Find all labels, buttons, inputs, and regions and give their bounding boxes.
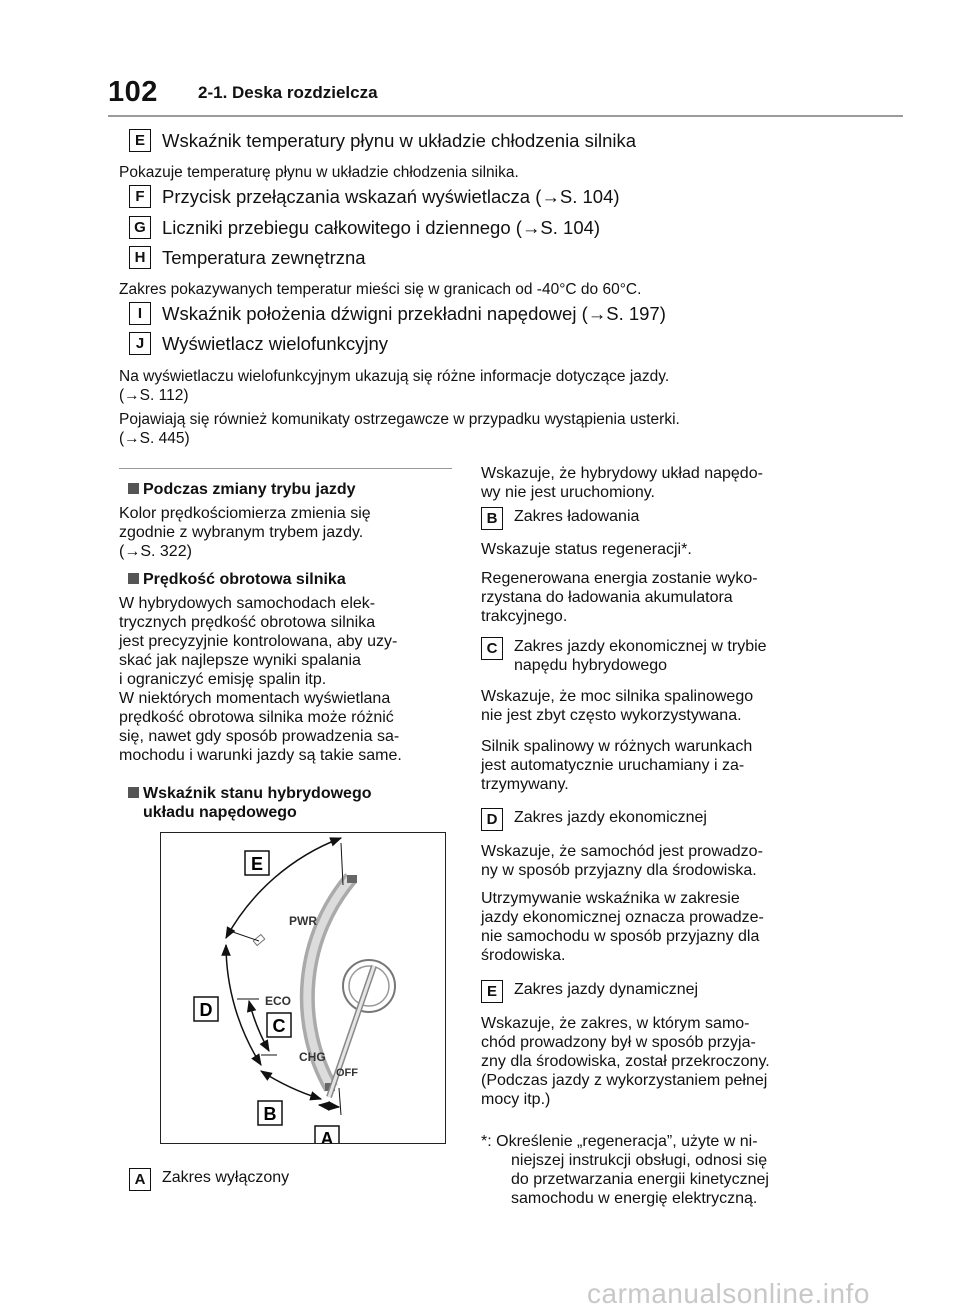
range-arrow-c [246, 999, 270, 1053]
item-description: (→S. 445) [119, 430, 190, 447]
gauge-end-mark [347, 875, 357, 883]
letter-badge: B [481, 507, 503, 530]
label-text: Zakres jazdy dynamicznej [514, 981, 699, 998]
drive-mode-text: Kolor prędkościomierza zmienia się zgodn… [119, 505, 371, 560]
item-title: Wskaźnik temperatury płynu w układzie ch… [162, 129, 637, 151]
item-e: E Wskaźnik temperatury płynu w układzie … [129, 129, 636, 152]
hybrid-indicator-section: Wskaźnik stanu hybrydowego układu napędo… [128, 784, 371, 822]
column-divider [119, 468, 452, 469]
item-title: Przycisk przełączania wskazań wyświetlac… [162, 185, 620, 207]
label-text: Zakres wyłączony [162, 1169, 290, 1186]
needle-pivot [342, 959, 396, 1013]
d-desc-2: Utrzymywanie wskaźnika w zakresie jazdy … [481, 890, 764, 964]
b-desc: Wskazuje status regeneracji*. [481, 541, 692, 558]
watermark: carmanualsonline.info [587, 1278, 870, 1309]
label-c: C Zakres jazdy ekonomicznej w trybie nap… [481, 637, 767, 675]
label-b: B Zakres ładowania [481, 507, 639, 530]
label-text: Zakres ładowania [514, 508, 640, 525]
item-j: J Wyświetlacz wielofunkcyjny [129, 332, 388, 355]
hybrid-gauge-illustration: E D C B A PWR ECO CHG OFF [193, 837, 396, 1151]
letter-badge: H [129, 246, 151, 269]
c-desc: Wskazuje, że moc silnika spalinowego nie… [481, 688, 754, 724]
square-bullet-icon [128, 787, 139, 798]
item-title: Temperatura zewnętrzna [162, 246, 366, 268]
hybrid-indicator-diagram: E D C B A PWR ECO CHG OFF [160, 832, 446, 1151]
letter-badge: A [129, 1168, 151, 1191]
scale-label-pwr: PWR [289, 914, 317, 928]
item-h: H Temperatura zewnętrzna [129, 246, 366, 269]
item-title: Wskaźnik położenia dźwigni przekładni na… [162, 302, 666, 324]
range-arrow-a [317, 1101, 341, 1111]
label-e: E Zakres jazdy dynamicznej [481, 980, 698, 1003]
svg-text:B: B [264, 1104, 277, 1124]
square-bullet-icon [128, 483, 139, 494]
subheading: Podczas zmiany trybu jazdy [128, 480, 356, 499]
letter-badge: D [481, 808, 503, 831]
letter-badge: C [481, 637, 503, 660]
drive-mode-section: Podczas zmiany trybu jazdy [128, 480, 356, 499]
item-description: (→S. 112) [119, 387, 189, 404]
letter-badge: I [129, 302, 151, 325]
c-desc-2: Silnik spalinowy w różnych warunkach jes… [481, 738, 753, 793]
header-divider [108, 115, 903, 117]
section-title: 2-1. Deska rozdzielcza [198, 83, 378, 102]
label-d: D Zakres jazdy ekonomicznej [481, 808, 707, 831]
d-desc: Wskazuje, że samochód jest prowadzo- ny … [481, 843, 763, 879]
letter-badge: G [129, 216, 151, 239]
scale-label-chg: CHG [299, 1050, 326, 1064]
item-description: Pojawiają się również komunikaty ostrzeg… [119, 411, 680, 428]
subheading: Prędkość obrotowa silnika [128, 570, 346, 589]
page-number: 102 [108, 76, 158, 108]
letter-badge: E [481, 980, 503, 1003]
svg-text:C: C [273, 1016, 286, 1036]
b-desc-2: Regenerowana energia zostanie wyko- rzys… [481, 570, 758, 625]
item-f: F Przycisk przełączania wskazań wyświetl… [129, 185, 620, 208]
svg-text:E: E [251, 854, 263, 874]
callout-c: C [266, 1012, 292, 1038]
callout-e: E [244, 850, 270, 876]
label-text: Zakres jazdy ekonomicznej w trybie napęd… [514, 638, 767, 674]
callout-b: B [257, 1100, 283, 1126]
range-arrow-d [221, 943, 262, 1067]
footnote: *: Określenie „regeneracja”, użyte w ni-… [481, 1133, 769, 1207]
letter-badge: J [129, 332, 151, 355]
square-bullet-icon [128, 573, 139, 584]
scale-label-eco: ECO [265, 994, 291, 1008]
range-arrow-e [225, 837, 343, 940]
label-text: Zakres jazdy ekonomicznej [514, 809, 707, 826]
item-i: I Wskaźnik położenia dźwigni przekładni … [129, 302, 666, 325]
callout-a: A [314, 1125, 340, 1151]
rpm-text: W hybrydowych samochodach elek- trycznyc… [119, 595, 402, 764]
scale-label-off: OFF [336, 1067, 358, 1079]
item-title: Wyświetlacz wielofunkcyjny [162, 332, 389, 354]
label-a: A Zakres wyłączony [129, 1168, 289, 1191]
item-g: G Liczniki przebiegu całkowitego i dzien… [129, 216, 600, 239]
range-arrow-b [259, 1070, 323, 1101]
callout-d: D [193, 996, 219, 1022]
subheading: Wskaźnik stanu hybrydowego [128, 784, 371, 803]
intro-text: Wskazuje, że hybrydowy układ napędo- wy … [481, 465, 763, 501]
letter-badge: F [129, 185, 151, 208]
letter-badge: E [129, 129, 151, 152]
svg-text:D: D [200, 1000, 213, 1020]
e-desc: Wskazuje, że zakres, w którym samo- chód… [481, 1015, 770, 1108]
svg-text:A: A [321, 1129, 334, 1143]
item-description: Zakres pokazywanych temperatur mieści si… [119, 281, 642, 298]
rpm-section: Prędkość obrotowa silnika [128, 570, 346, 589]
item-title: Liczniki przebiegu całkowitego i dzienne… [162, 216, 601, 238]
item-description: Pokazuje temperaturę płynu w układzie ch… [119, 164, 519, 181]
item-description: Na wyświetlaczu wielofunkcyjnym ukazują … [119, 368, 670, 385]
